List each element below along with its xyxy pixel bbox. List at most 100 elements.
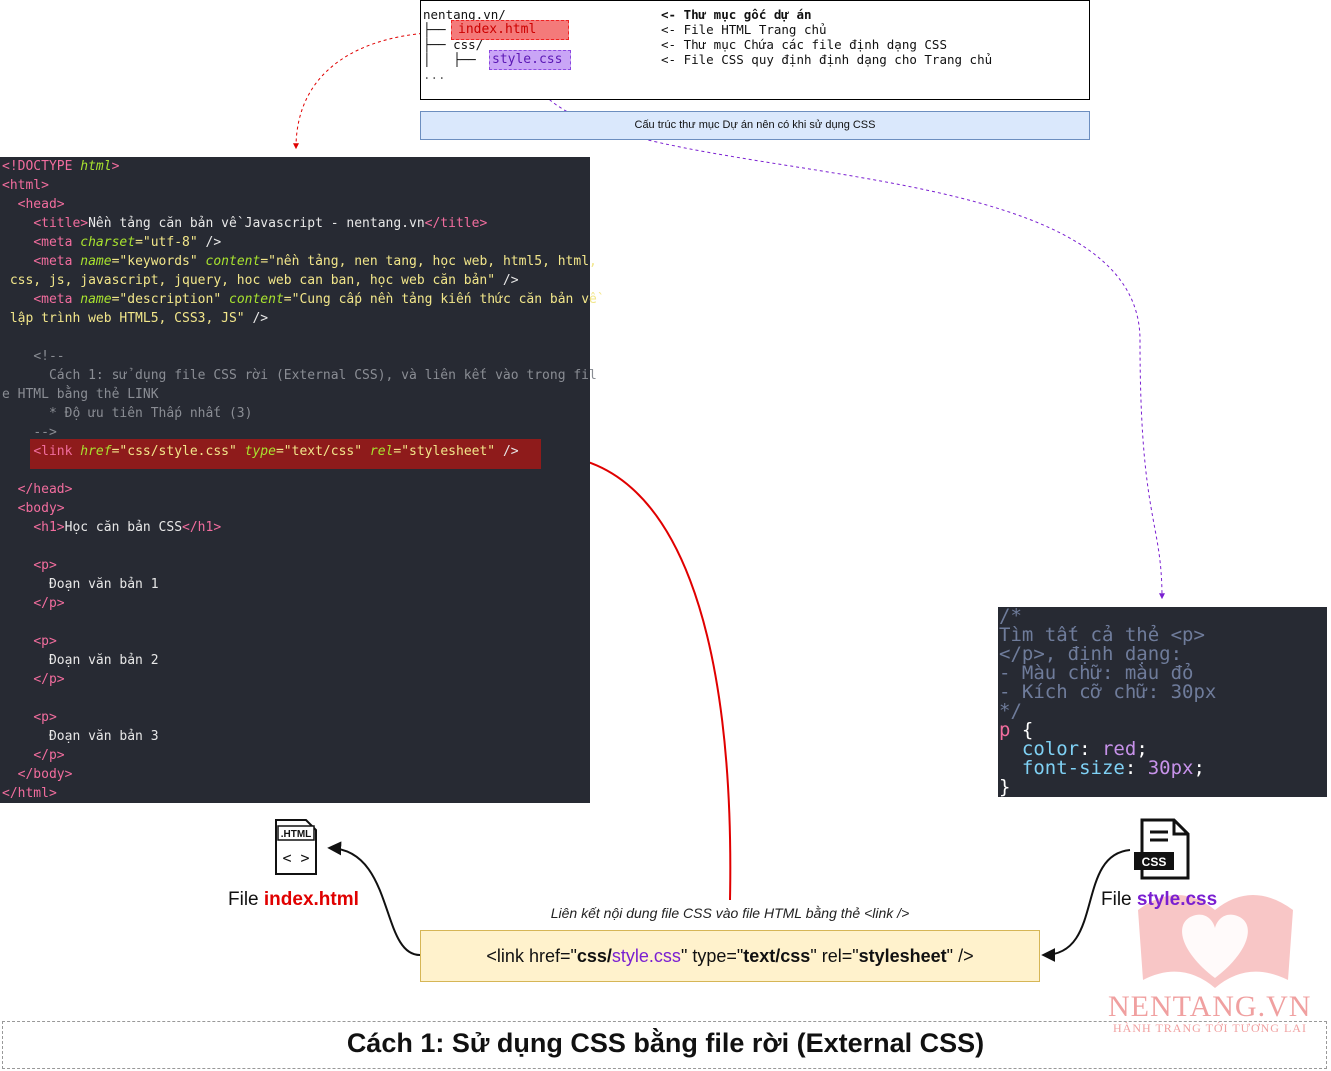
code-token: <p> (33, 710, 57, 725)
link-part: text/css (743, 946, 811, 966)
link-box-to-code-arrow (542, 449, 732, 901)
code-token: Học căn bản CSS (64, 520, 183, 535)
code-token: html (80, 159, 112, 174)
html-icon-label: .HTML (281, 829, 312, 840)
css-colon: : (1079, 738, 1102, 760)
tree-style-file: style.css (489, 50, 571, 70)
code-token: href (80, 444, 112, 459)
css-file-icon: CSS (1134, 818, 1190, 880)
code-line: * Độ ưu tiên Thấp nhất (3) (2, 404, 253, 423)
tree-style-desc: <- File CSS quy định định dạng cho Trang… (661, 52, 993, 67)
code-line: lập trình web HTML5, CSS3, JS" /> (2, 309, 268, 328)
code-token: /> (495, 444, 519, 459)
code-token: </h1> (182, 520, 222, 535)
tree-index-prefix: ├── (423, 22, 446, 37)
code-line: </head> (2, 480, 73, 499)
css-selector: p (999, 719, 1011, 741)
code-line: css, js, javascript, jquery, hoc web can… (2, 271, 519, 290)
code-token: /> (197, 235, 222, 250)
tree-css-folder: ├── css/ (423, 37, 484, 52)
code-token: ="description" (111, 292, 222, 307)
code-token: </p> (33, 596, 65, 611)
code-token: Cách 1: sử dụng file CSS rời (External C… (48, 368, 597, 383)
tree-more: ... (423, 67, 446, 82)
brand-tagline: HÀNH TRANG TỚI TƯƠNG LAI (1113, 1021, 1307, 1035)
code-token: lập trình web HTML5, CSS3, JS" (2, 311, 245, 326)
code-line: <p> (2, 632, 56, 651)
code-token: Đoạn văn bản 2 (48, 653, 159, 668)
code-line: Đoạn văn bản 2 (2, 651, 159, 670)
link-part: " rel=" (810, 946, 859, 966)
code-token: type (244, 444, 276, 459)
tree-index-desc: <- File HTML Trang chủ (661, 22, 827, 37)
code-line: </p> (2, 594, 65, 613)
style-file-name: style.css (1136, 889, 1218, 910)
code-line-doctype: <!DOCTYPE html> (2, 157, 119, 176)
code-line: </p> (2, 746, 64, 765)
link-part: css/ (576, 946, 612, 966)
css-semicolon: ; (1136, 738, 1148, 760)
tree-root-desc: <- Thư mục gốc dự án (661, 7, 812, 22)
code-token: ="utf-8" (135, 235, 198, 250)
code-line: <!-- (2, 347, 65, 366)
code-token: e HTML bằng thẻ LINK (2, 387, 159, 402)
css-brace: } (999, 776, 1011, 798)
link-tag-box: <link href="css/style.css" type="text/cs… (420, 930, 1040, 982)
code-token: <meta (33, 235, 73, 250)
code-line: Cách 1: sử dụng file CSS rời (External C… (2, 366, 597, 385)
code-line: </html> (2, 784, 57, 803)
style-file-label: File style.css (1101, 889, 1217, 911)
footer-title: Cách 1: Sử dụng CSS bằng file rời (Exter… (346, 1028, 985, 1058)
code-line: e HTML bằng thẻ LINK (2, 385, 159, 404)
code-token: Nền tảng căn bản về Javascript - nentang… (88, 216, 425, 231)
css-value: red (1101, 738, 1137, 760)
code-token: * Độ ưu tiên Thấp nhất (3) (48, 406, 253, 421)
css-property: color (1021, 738, 1080, 760)
code-token: <!-- (33, 349, 65, 364)
book-heart-logo (1138, 895, 1293, 988)
code-token: </title> (424, 216, 488, 231)
html-icon-glyph: < > (282, 849, 309, 867)
link-part: " type=" (680, 946, 744, 966)
css-brace: { (1010, 719, 1034, 741)
code-token: <p> (33, 558, 57, 573)
code-token: charset (80, 235, 136, 250)
css-code-panel: /* Tìm tất cả thẻ <p> </p>, định dạng: -… (998, 607, 1327, 797)
tree-index-file: index.html (451, 20, 569, 40)
code-token: css, js, javascript, jquery, hoc web can… (2, 273, 496, 288)
style-to-css-arrow (529, 69, 1165, 600)
index-file-name: index.html (263, 889, 359, 910)
code-line: Đoạn văn bản 1 (2, 575, 159, 594)
code-token: ="keywords" (111, 254, 198, 269)
css-comment-line: /* (999, 605, 1022, 627)
code-token: ="Cung cấp nền tảng kiến thức căn bản về (283, 292, 597, 307)
link-part: " /> (946, 946, 974, 966)
link-line-highlight (30, 439, 541, 469)
code-token: Đoạn văn bản 1 (48, 577, 159, 592)
css-value: 30px (1147, 757, 1194, 779)
directory-tree: nentang.vn/ <- Thư mục gốc dự án ├── ind… (420, 0, 1090, 100)
link-part: stylesheet (858, 946, 947, 966)
code-token: <title> (33, 216, 89, 231)
css-comment-line: - Màu chữ: màu đỏ (999, 662, 1194, 684)
file-word: File (1101, 889, 1137, 910)
code-token: content (205, 254, 261, 269)
code-line: <p> (2, 708, 57, 727)
index-file-label: File index.html (228, 889, 359, 911)
css-comment-line: Tìm tất cả thẻ <p> (999, 624, 1205, 646)
code-line: <p> (2, 556, 57, 575)
link-note: Liên kết nội dung file CSS vào file HTML… (550, 905, 910, 921)
code-line: <meta charset="utf-8" /> (2, 233, 221, 252)
tree-root: nentang.vn/ (423, 7, 506, 22)
code-line: <html> (2, 176, 49, 195)
code-token: <body> (17, 501, 65, 516)
code-token: ="text/css" (275, 444, 363, 459)
code-token: <head> (17, 197, 65, 212)
css-rule-line: color: red; (999, 740, 1148, 759)
css-comment-line: */ (999, 700, 1022, 722)
file-word: File (228, 889, 264, 910)
code-line: </body> (2, 765, 73, 784)
code-token: <link (33, 444, 73, 459)
code-token: content (229, 292, 284, 307)
